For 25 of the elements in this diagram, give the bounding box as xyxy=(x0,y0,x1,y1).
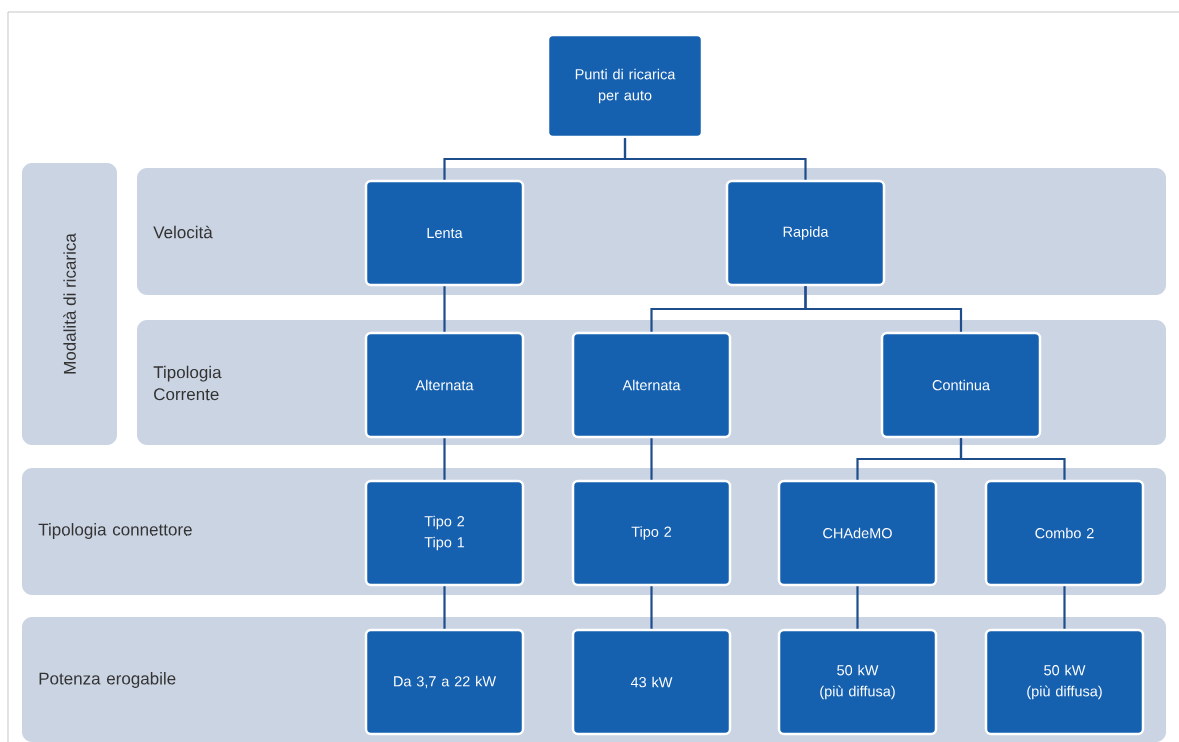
connector-line xyxy=(443,286,446,332)
process-box: 50 kW (più diffusa) xyxy=(984,628,1145,736)
process-box: Combo 2 xyxy=(984,479,1145,587)
process-box: 50 kW (più diffusa) xyxy=(777,628,938,736)
process-box: CHAdeMO xyxy=(777,479,938,587)
connector-line xyxy=(443,586,446,629)
connector-line xyxy=(623,138,807,180)
category-band: Modalità di ricarica xyxy=(22,163,117,445)
connector-line xyxy=(650,586,653,629)
process-box: 43 kW xyxy=(571,628,732,736)
connector-line xyxy=(443,438,446,480)
process-box: Alternata xyxy=(364,331,525,439)
process-box: Da 3,7 a 22 kW xyxy=(364,628,525,736)
connector-line xyxy=(856,586,859,629)
process-box: Tipo 2 Tipo 1 xyxy=(364,479,525,587)
process-box: Rapida xyxy=(725,179,886,287)
process-box: Tipo 2 xyxy=(571,479,732,587)
connector-line xyxy=(804,286,963,332)
process-box: Continua xyxy=(880,331,1042,439)
connector-line xyxy=(650,438,653,480)
process-box: Alternata xyxy=(571,331,732,439)
connector-line xyxy=(959,438,1066,480)
process-box: Lenta xyxy=(364,179,525,287)
process-box: Punti di ricarica per auto xyxy=(546,33,704,139)
connector-line xyxy=(1063,586,1066,629)
